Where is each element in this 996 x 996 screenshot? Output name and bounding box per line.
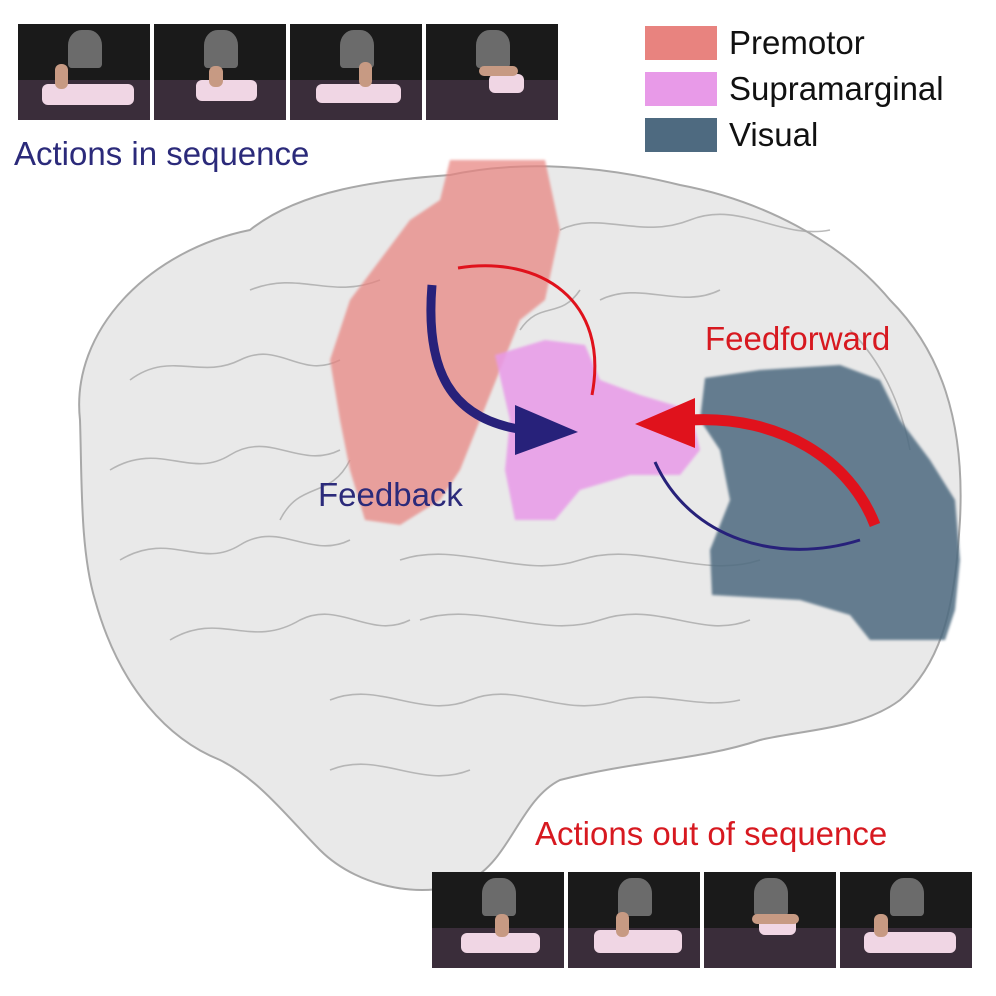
- legend-item-supramarginal: Supramarginal: [645, 66, 944, 112]
- legend-item-visual: Visual: [645, 112, 944, 158]
- video-frame: [704, 872, 836, 968]
- feedforward-arrow: [689, 414, 881, 528]
- legend-item-premotor: Premotor: [645, 20, 944, 66]
- caption-in-sequence: Actions in sequence: [14, 135, 310, 172]
- video-frame: [840, 872, 972, 968]
- video-frame: [568, 872, 700, 968]
- legend-swatch: [645, 72, 717, 106]
- in-sequence-frames: [18, 24, 558, 120]
- feedback-arrowhead: [515, 405, 578, 455]
- supramarginal-region: [495, 340, 700, 520]
- out-of-sequence-frames: [432, 872, 972, 968]
- premotor-region: [330, 160, 560, 525]
- video-frame: [432, 872, 564, 968]
- legend-label: Premotor: [729, 24, 865, 61]
- legend: Premotor Supramarginal Visual: [645, 20, 944, 158]
- feedforward-label: Feedforward: [705, 320, 891, 357]
- legend-swatch: [645, 118, 717, 152]
- legend-label: Supramarginal: [729, 70, 944, 107]
- thin-blue-arc: [653, 461, 861, 551]
- feedback-label: Feedback: [318, 476, 463, 513]
- legend-label: Visual: [729, 116, 819, 153]
- video-frame: [290, 24, 422, 120]
- brain-gyri: [109, 213, 911, 777]
- legend-swatch: [645, 26, 717, 60]
- caption-out-of-sequence: Actions out of sequence: [535, 815, 888, 852]
- feedback-arrow: [426, 284, 526, 435]
- video-frame: [154, 24, 286, 120]
- video-frame: [426, 24, 558, 120]
- feedforward-arrowhead: [635, 398, 695, 448]
- thin-red-arc: [457, 264, 597, 396]
- video-frame: [18, 24, 150, 120]
